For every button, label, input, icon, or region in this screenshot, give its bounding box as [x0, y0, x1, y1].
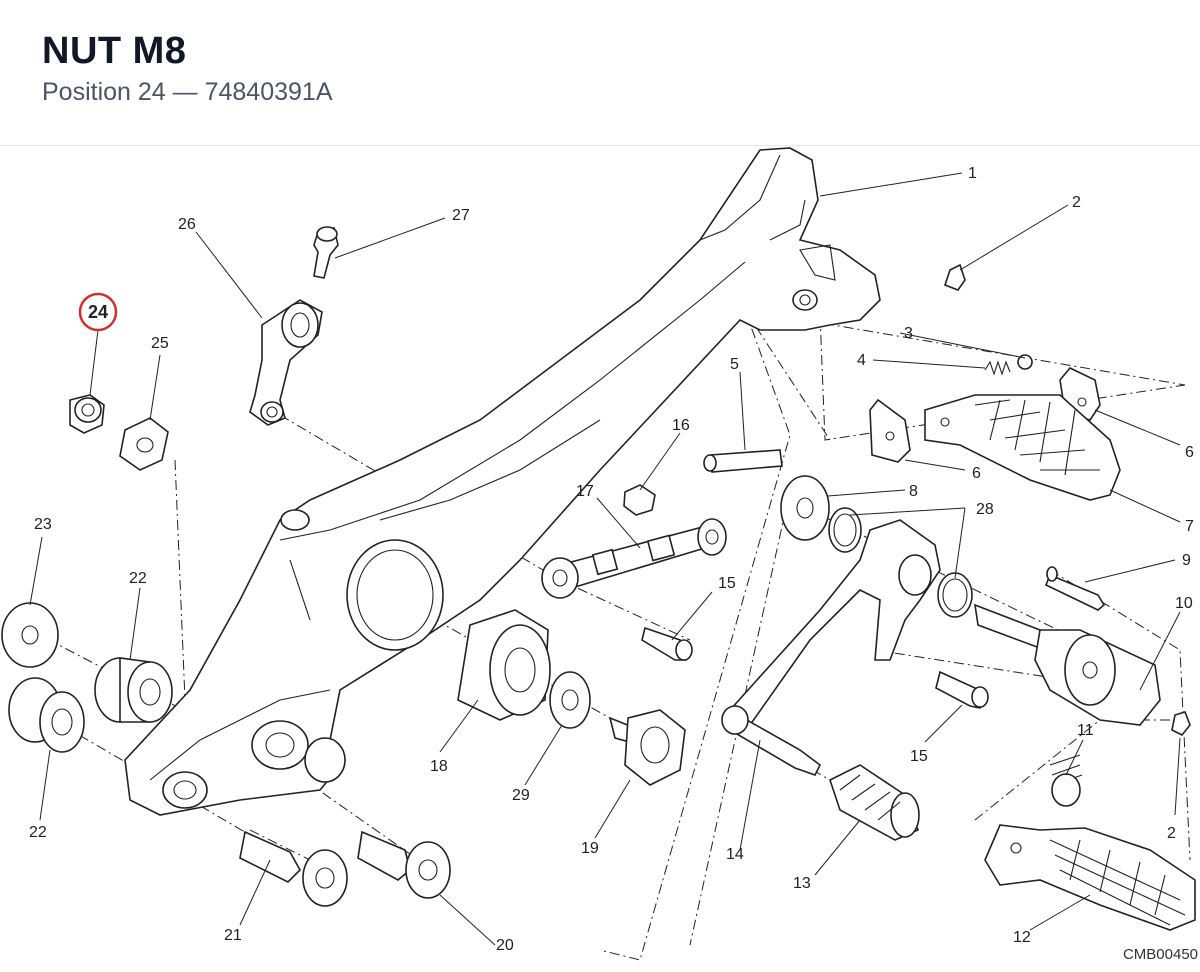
callout-21: 21	[224, 927, 242, 944]
callout-27: 27	[452, 207, 470, 224]
callout-8: 8	[909, 483, 918, 500]
callout-29: 29	[512, 787, 530, 804]
diagram-svg: 1 2 3 4 5 6 6 7 8 9 10 11 2 12 13 14 15 …	[1, 147, 1196, 961]
part-7-footpeg-upper	[924, 394, 1121, 501]
part-28-o-ring-upper	[828, 507, 862, 553]
callout-9: 9	[1182, 552, 1191, 569]
part-29-washer	[549, 671, 591, 729]
callout-12: 12	[1013, 929, 1031, 946]
callout-labels: 1 2 3 4 5 6 6 7 8 9 10 11 2 12 13 14 15 …	[29, 165, 1194, 954]
part-16-nut	[623, 484, 656, 516]
part-11-spring	[1049, 754, 1083, 807]
part-22-bushing-lower	[8, 677, 85, 753]
callout-17: 17	[576, 483, 594, 500]
part-9-pin	[1044, 566, 1106, 611]
callout-13: 13	[793, 875, 811, 892]
part-17-linkage-rod	[541, 518, 727, 599]
part-5-pin	[703, 449, 783, 473]
part-22-bushing-upper	[94, 657, 173, 723]
part-6-plate-front	[869, 398, 911, 463]
callout-6-front: 6	[972, 465, 981, 482]
callout-6-rear: 6	[1185, 444, 1194, 461]
exploded-parts-diagram: 1 2 3 4 5 6 6 7 8 9 10 11 2 12 13 14 15 …	[0, 146, 1200, 967]
callout-7: 7	[1185, 518, 1194, 535]
callout-26: 26	[178, 216, 196, 233]
callout-leaders	[29, 172, 1181, 946]
callout-22-upper: 22	[129, 570, 147, 587]
callout-22-lower: 22	[29, 824, 47, 841]
callout-19: 19	[581, 840, 599, 857]
part-10-pivot	[974, 603, 1161, 726]
part-12-footpeg-lower	[984, 824, 1196, 931]
main-bracket-part	[124, 147, 881, 816]
callout-3: 3	[904, 325, 913, 342]
part-15-bolt-upper	[641, 626, 693, 661]
callout-16: 16	[672, 417, 690, 434]
part-18-bushing	[457, 609, 551, 721]
callout-1: 1	[968, 165, 977, 182]
part-27-bolt	[313, 226, 339, 279]
callout-28: 28	[976, 501, 994, 518]
drawing-code: CMB00450	[1122, 946, 1198, 963]
callout-23: 23	[34, 516, 52, 533]
part-25-spacer	[119, 417, 169, 471]
part-3-ball	[1017, 354, 1033, 370]
part-2-clip-upper	[943, 263, 966, 291]
callout-5: 5	[730, 356, 739, 373]
page-header: NUT M8 Position 24 — 74840391A	[0, 0, 1200, 146]
callout-4: 4	[857, 352, 866, 369]
part-24-nut-m8	[69, 394, 105, 434]
part-23-washer	[1, 602, 59, 668]
part-8-washer	[780, 475, 830, 541]
part-subtitle: Position 24 — 74840391A	[42, 78, 333, 106]
callout-20: 20	[496, 937, 514, 954]
callout-10: 10	[1175, 595, 1193, 612]
callout-24[interactable]: 24	[88, 302, 108, 322]
part-2-clip-lower	[1171, 711, 1191, 737]
part-26-lever	[249, 299, 323, 426]
callout-2-lower: 2	[1167, 825, 1176, 842]
part-14-pedal-lever	[721, 519, 941, 776]
callout-2-upper: 2	[1072, 194, 1081, 211]
callout-15-upper: 15	[718, 575, 736, 592]
callout-25: 25	[151, 335, 169, 352]
position-24-highlight[interactable]	[78, 292, 118, 332]
part-20-bolt	[357, 830, 451, 899]
part-15-bolt-lower	[935, 670, 989, 709]
callout-15-lower: 15	[910, 748, 928, 765]
callout-14: 14	[726, 846, 744, 863]
part-title: NUT M8	[42, 30, 187, 72]
callout-18: 18	[430, 758, 448, 775]
callout-11: 11	[1077, 722, 1094, 739]
part-19-bolt	[608, 709, 686, 786]
part-4-spring	[984, 360, 1011, 376]
part-21-bolt	[239, 830, 348, 907]
part-28-o-ring-lower	[937, 572, 973, 618]
part-13-pedal-rubber	[829, 764, 920, 841]
